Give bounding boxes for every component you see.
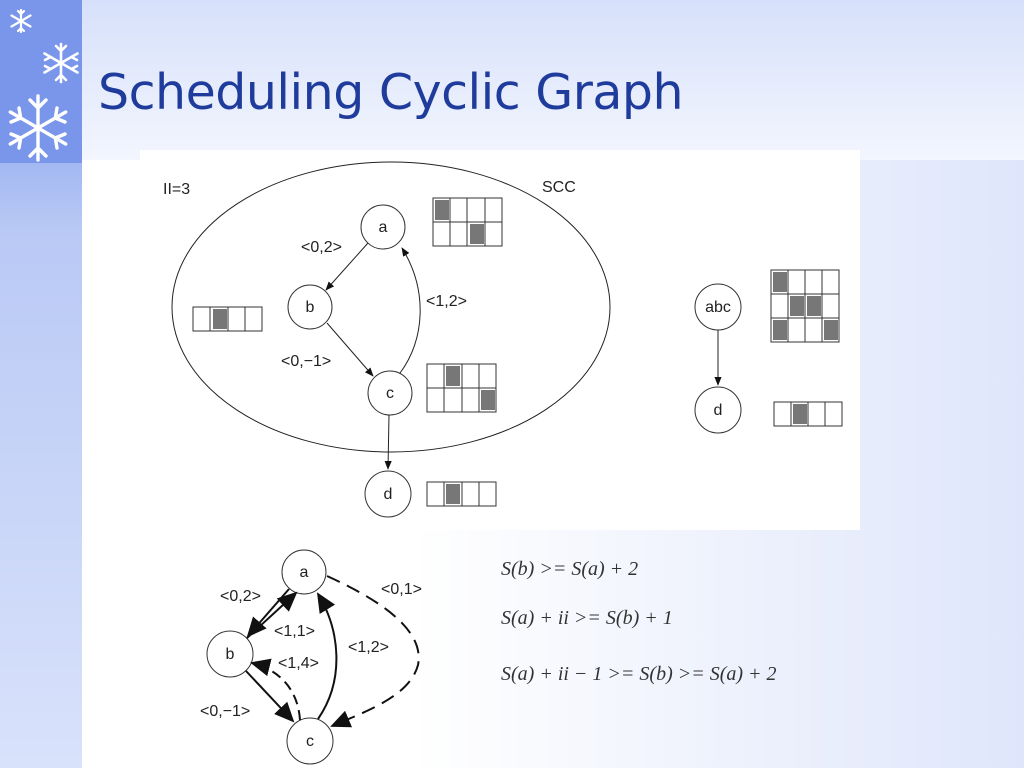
reservation-table-d	[426, 481, 497, 507]
scc-diagram: II=3 SCC a b c d <0,2> <0,−1> <1,2>	[163, 161, 611, 518]
node-d: d	[364, 470, 412, 518]
svg-text:b: b	[306, 299, 315, 316]
svg-text:abc: abc	[705, 299, 731, 316]
svg-text:c: c	[306, 733, 314, 750]
equation-2: S(a) + ii >= S(b) + 1	[501, 607, 673, 629]
node-abc: abc	[694, 283, 742, 331]
svg-text:c: c	[386, 385, 394, 402]
equation-1: S(b) >= S(a) + 2	[501, 558, 639, 580]
reservation-table-a	[432, 197, 503, 247]
edge-label-ba-bottom: <1,1>	[274, 623, 315, 640]
snowflake-icon	[8, 94, 68, 162]
svg-text:d: d	[384, 486, 393, 503]
edge-c-b-dashed	[250, 658, 301, 721]
edge-c-a-bottom	[316, 592, 338, 720]
snowflake-icon	[10, 8, 32, 34]
svg-text:d: d	[714, 402, 723, 419]
ii-label: II=3	[163, 181, 190, 198]
edge-a-b	[325, 242, 369, 291]
title-band	[0, 0, 1024, 160]
edge-c-a	[399, 247, 421, 374]
scc-ellipse	[171, 161, 611, 453]
edge-c-d	[384, 414, 392, 470]
reservation-table-abc	[770, 269, 840, 343]
condensed-diagram: abc d	[694, 269, 843, 434]
svg-text:a: a	[300, 564, 309, 581]
scc-label: SCC	[542, 179, 576, 196]
node-d-condensed: d	[694, 386, 742, 434]
edge-label-ac-bottom: <0,1>	[381, 581, 422, 598]
reservation-table-c	[426, 363, 497, 413]
edge-b-a-bottom	[246, 591, 298, 639]
edge-a-c-dashed	[326, 575, 420, 728]
node-b-bottom: b	[206, 630, 254, 678]
node-c-bottom: c	[286, 717, 334, 765]
edge-label-ca: <1,2>	[426, 293, 467, 310]
edge-label-bc: <0,−1>	[281, 353, 331, 370]
node-a: a	[360, 204, 406, 250]
node-a-bottom: a	[281, 549, 327, 595]
svg-text:a: a	[379, 219, 388, 236]
node-b: b	[287, 284, 333, 330]
edge-b-c-bottom	[245, 670, 295, 723]
edge-b-c	[326, 322, 374, 377]
equation-3: S(a) + ii − 1 >= S(b) >= S(a) + 2	[501, 663, 777, 685]
svg-text:b: b	[226, 646, 235, 663]
edge-label-ab-bottom: <0,2>	[220, 588, 261, 605]
edge-label-ab: <0,2>	[301, 239, 342, 256]
edge-label-cb-bottom: <1,4>	[278, 655, 319, 672]
snowflake-group	[8, 8, 79, 162]
reservation-table-d-condensed	[773, 401, 843, 427]
edge-label-bc-bottom: <0,−1>	[200, 703, 250, 720]
reservation-table-b	[192, 306, 263, 332]
node-c: c	[367, 370, 413, 416]
edge-label-ca-bottom: <1,2>	[348, 639, 389, 656]
slide-title: Scheduling Cyclic Graph	[98, 64, 684, 121]
dependence-graph: a b c <0,2> <0,1> <1,1> <1,4> <1,2> <0,−…	[200, 549, 422, 765]
snowflake-icon	[43, 42, 79, 84]
